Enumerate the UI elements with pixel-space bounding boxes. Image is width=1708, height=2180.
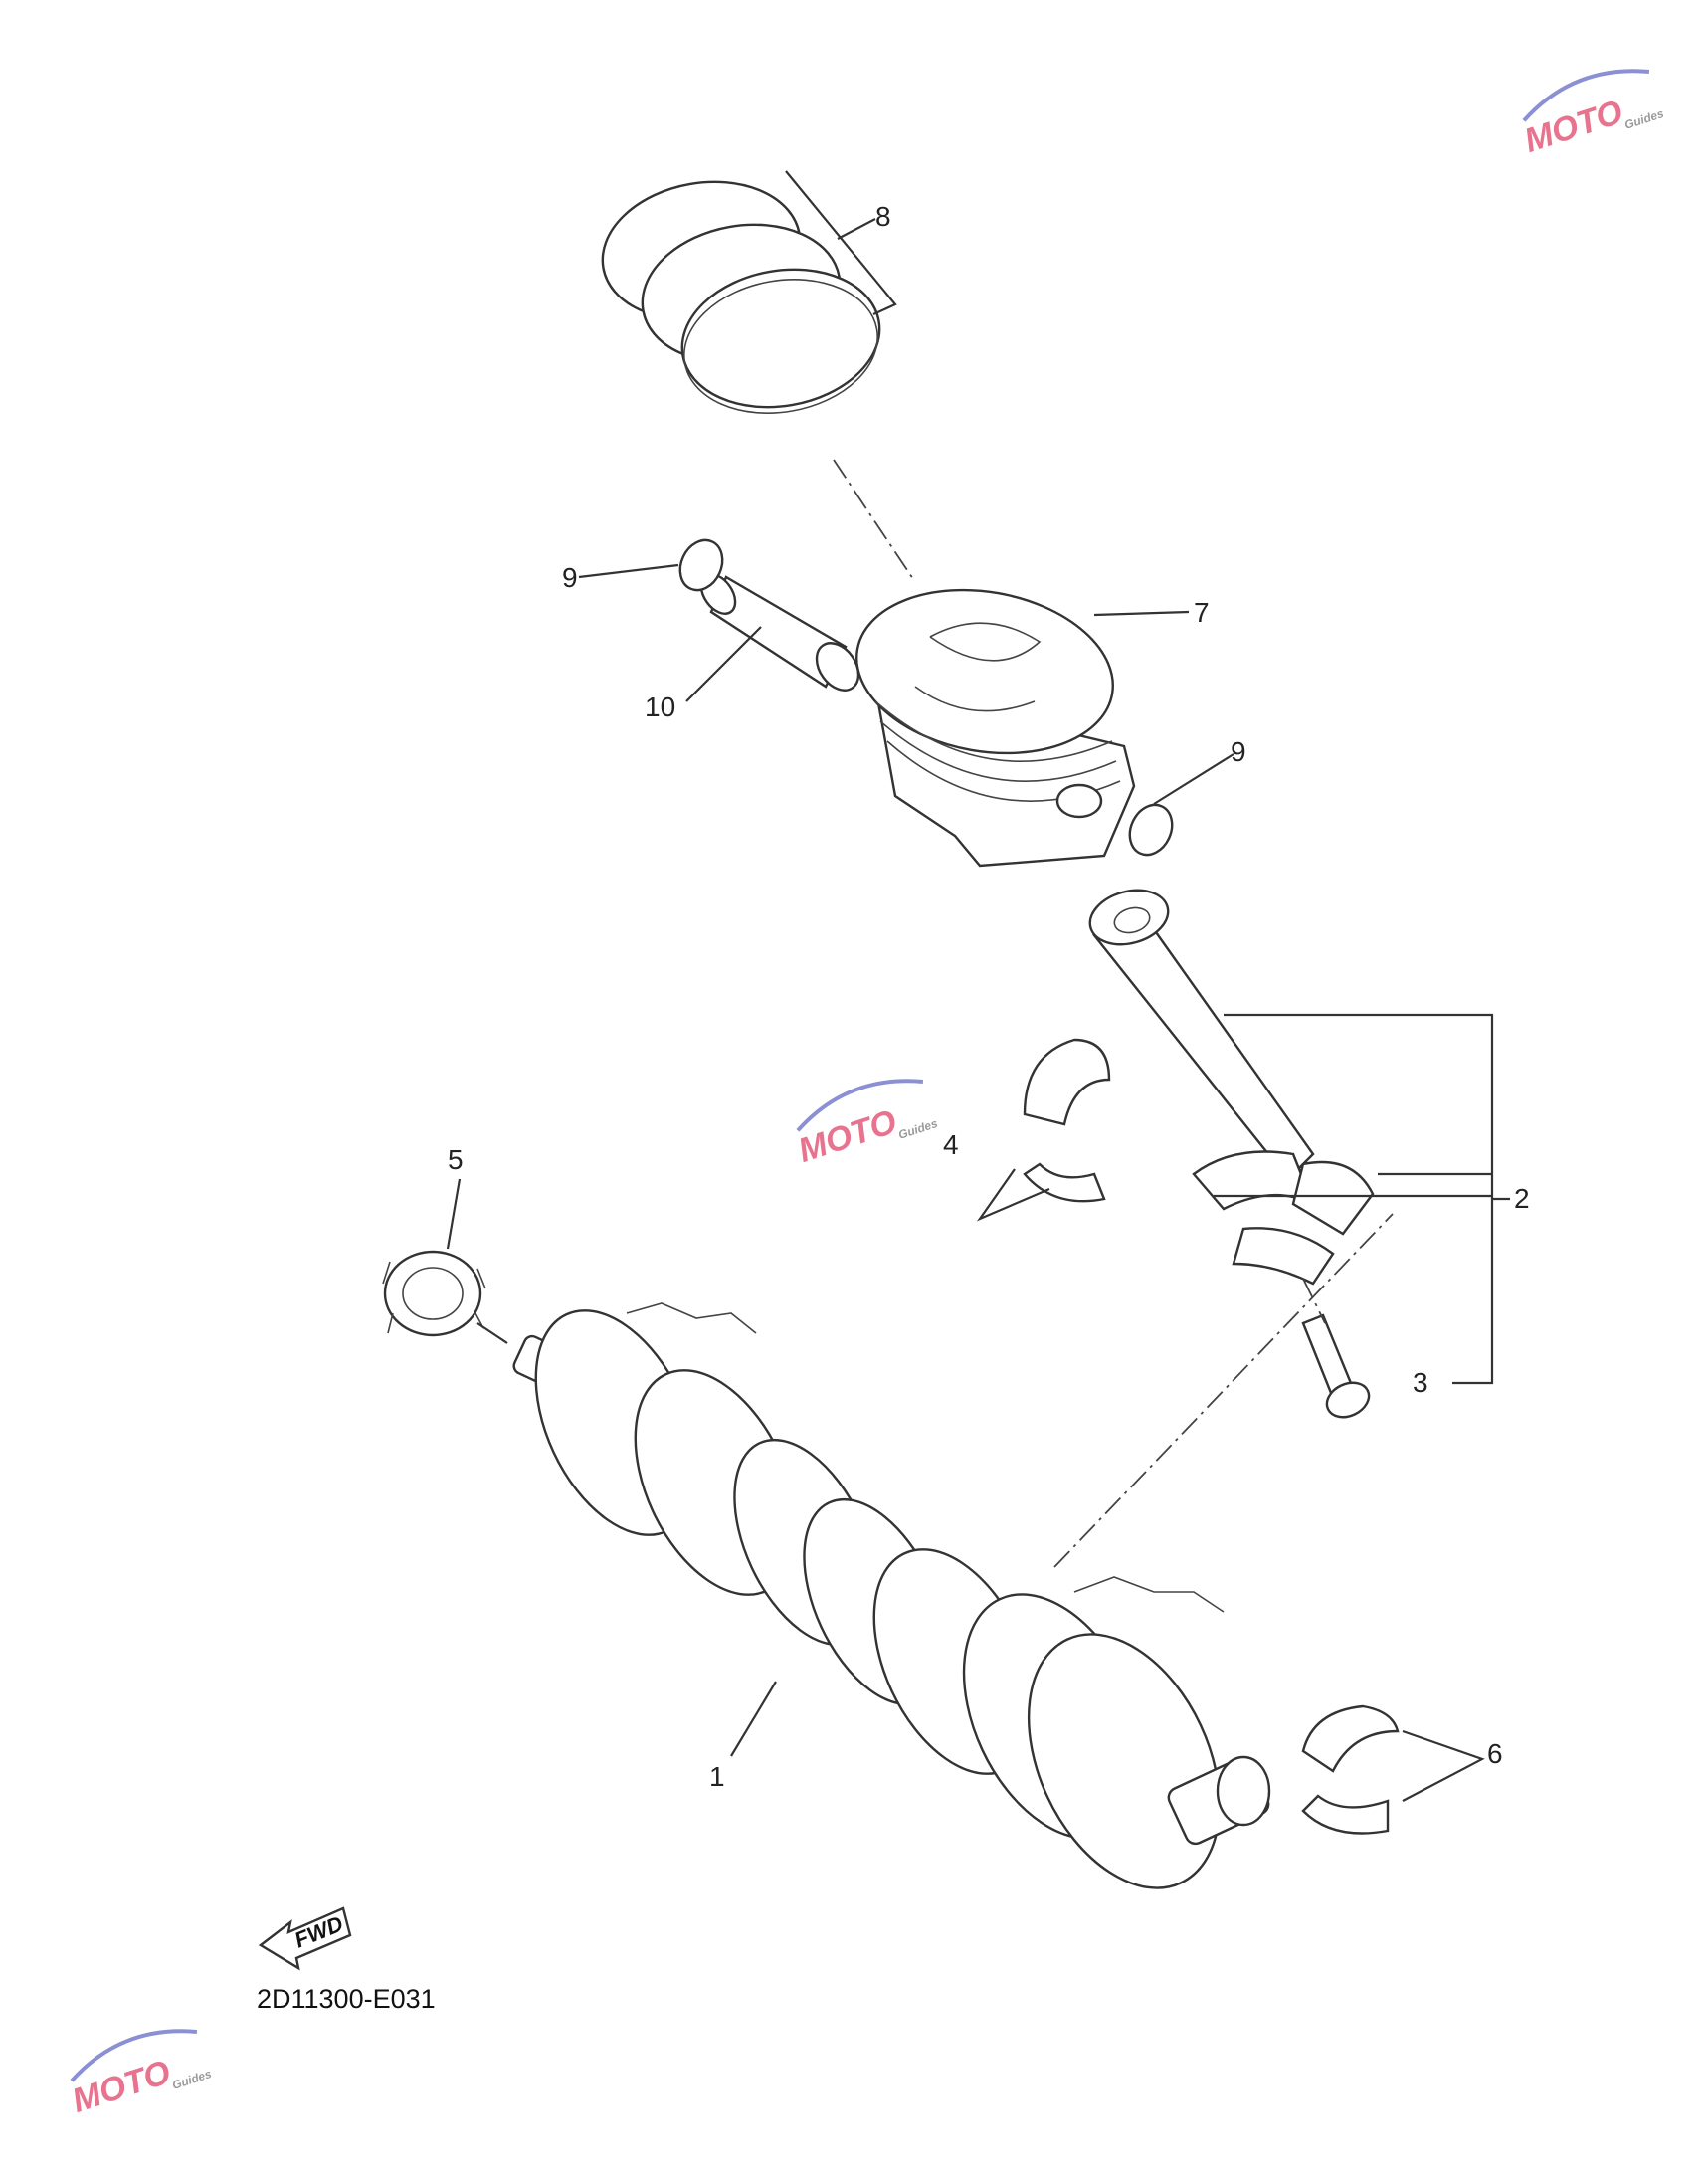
- label-part-10: 10: [645, 692, 675, 722]
- watermark-brand: MOTO: [68, 2053, 175, 2119]
- watermark-brand: MOTO: [1520, 93, 1627, 159]
- big-end-bearings: [1023, 1038, 1111, 1203]
- label-part-4: 4: [943, 1129, 959, 1160]
- main-bearings: [1301, 1704, 1400, 1835]
- watermark-sub: Guides: [170, 2067, 213, 2092]
- diagram-code: 2D11300-E031: [257, 1984, 436, 2014]
- label-part-9-left: 9: [562, 562, 578, 593]
- label-part-2: 2: [1514, 1183, 1530, 1214]
- fwd-arrow-icon: FWD: [258, 1906, 352, 1971]
- circlip-right: [1128, 803, 1174, 857]
- bracket-8: [785, 170, 897, 316]
- leader-6: [1402, 1729, 1485, 1802]
- piston-pin: [699, 573, 860, 692]
- moto-guides-watermark-center: MOTO Guides: [794, 1079, 940, 1170]
- leader-4: [976, 1168, 1050, 1222]
- piston: [855, 588, 1136, 868]
- crankshaft: [512, 1302, 1271, 1889]
- label-part-3: 3: [1413, 1367, 1428, 1398]
- label-part-7: 7: [1194, 597, 1210, 628]
- conrod-bolt: [1301, 1313, 1371, 1419]
- watermark-brand: MOTO: [794, 1102, 901, 1169]
- watermark-sub: Guides: [1622, 106, 1665, 132]
- primary-drive-gear: [382, 1250, 486, 1337]
- circlip-left: [678, 538, 724, 592]
- connecting-rod: [1088, 889, 1375, 1286]
- label-part-5: 5: [448, 1144, 464, 1175]
- piston-rings: [601, 180, 881, 414]
- label-part-6: 6: [1487, 1738, 1503, 1769]
- label-part-1: 1: [709, 1761, 725, 1792]
- watermark-sub: Guides: [896, 1116, 939, 1142]
- label-part-9-right: 9: [1231, 736, 1246, 767]
- moto-guides-watermark-top-right: MOTO Guides: [1520, 69, 1666, 160]
- moto-guides-watermark-bottom-left: MOTO Guides: [68, 2029, 214, 2120]
- label-part-8: 8: [875, 201, 891, 232]
